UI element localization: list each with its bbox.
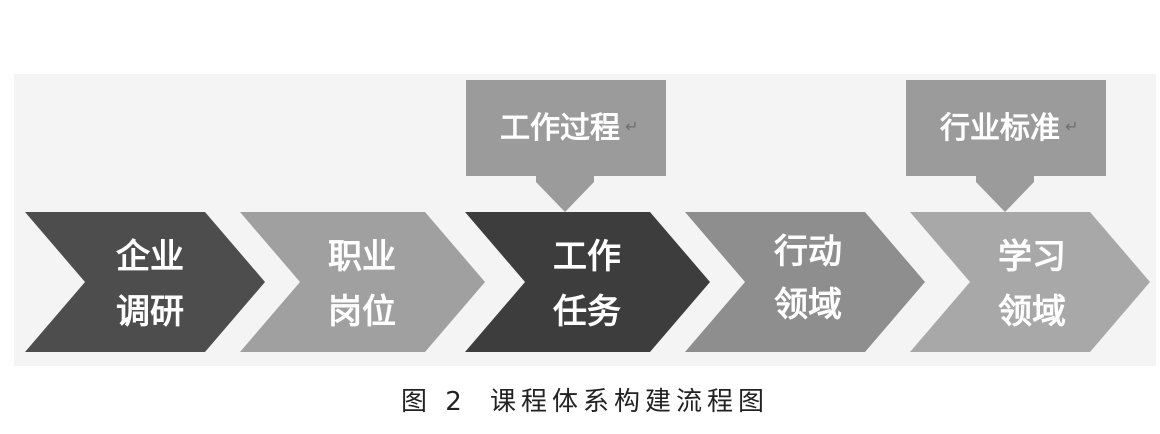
step-label-line2: 领域	[998, 292, 1066, 332]
step-chevron	[465, 212, 710, 352]
figure-label: 图 2	[401, 387, 467, 417]
step-learning-field: 学习 领域	[910, 212, 1150, 352]
step-enterprise-research: 企业 调研	[25, 212, 265, 352]
step-chevron	[685, 212, 925, 352]
step-label-line1: 工作	[553, 237, 621, 277]
step-label-line2: 领域	[774, 285, 842, 325]
callout-work-process-label: 工作过程	[500, 111, 620, 146]
callout-work-process-return-mark: ↵	[625, 117, 638, 136]
step-label-line1: 学习	[998, 237, 1066, 277]
step-label-line2: 调研	[116, 292, 184, 332]
step-label-line2: 岗位	[328, 292, 396, 332]
callout-industry-standard-return-mark: ↵	[1065, 117, 1078, 136]
step-chevron	[240, 212, 485, 352]
step-work-task: 工作 任务	[465, 212, 710, 352]
callout-work-process-box	[466, 80, 666, 212]
step-chevron	[910, 212, 1150, 352]
callout-work-process: 工作过程 ↵	[466, 80, 666, 212]
step-label-line1: 行动	[774, 232, 842, 272]
step-job-position: 职业 岗位	[240, 212, 485, 352]
step-action-field: 行动 领域	[685, 212, 925, 352]
callout-industry-standard: 行业标准 ↵	[906, 80, 1106, 212]
callout-industry-standard-box	[906, 80, 1106, 212]
figure-caption: 图 2 课程体系构建流程图	[401, 387, 769, 417]
step-label-line1: 企业	[116, 237, 184, 277]
figure-title: 课程体系构建流程图	[490, 387, 769, 417]
step-chevron	[25, 212, 265, 352]
step-label-line1: 职业	[328, 237, 396, 277]
step-label-line2: 任务	[553, 292, 621, 332]
callout-industry-standard-label: 行业标准	[939, 111, 1060, 146]
